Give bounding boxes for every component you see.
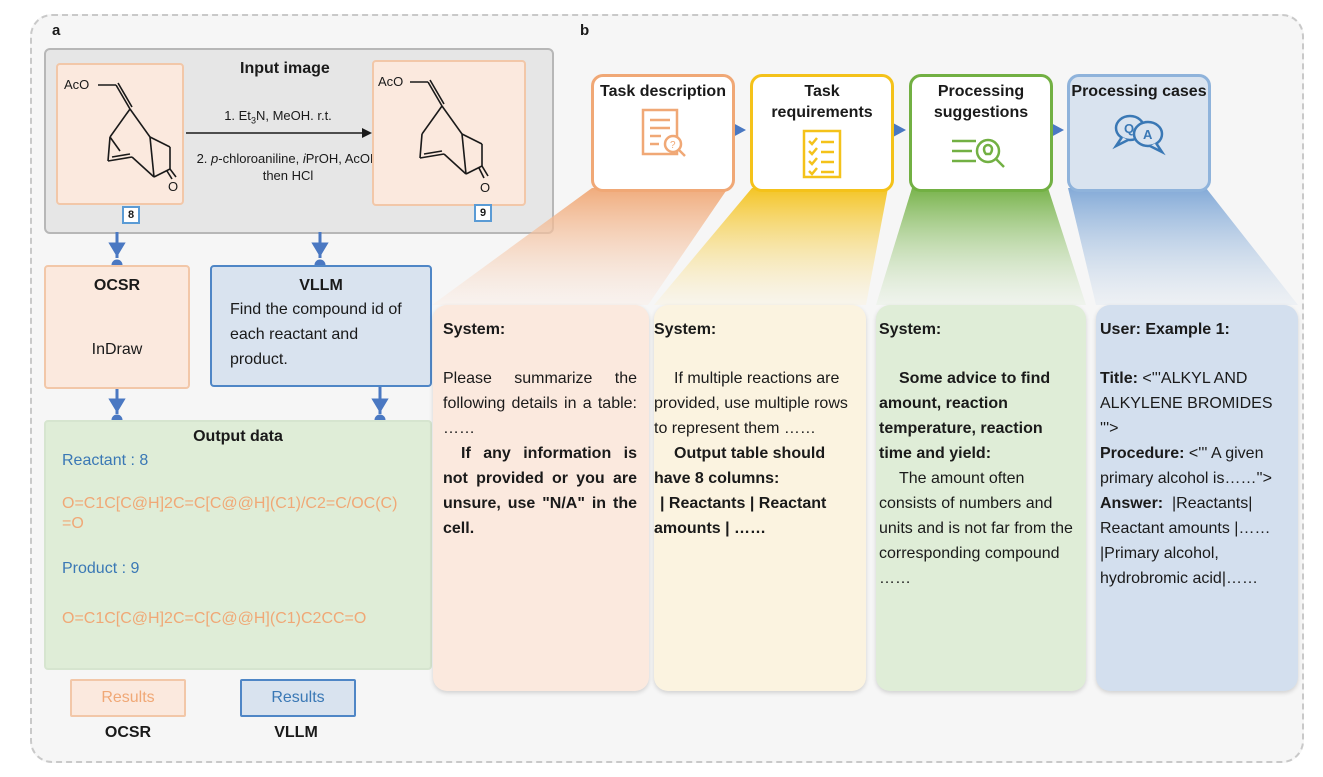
ocsr-title: OCSR xyxy=(93,277,141,294)
processing-suggestions-advice: Some advice to find amount, reaction tem… xyxy=(879,370,1051,462)
panel-a-letter: a xyxy=(52,22,61,39)
processing-cases-user-label: User: Example 1: xyxy=(1100,321,1230,338)
processing-cases-title: Processing cases xyxy=(1071,83,1207,100)
task-description-bold-text: If any information is not provided or yo… xyxy=(443,445,637,537)
output-title: Output data xyxy=(193,428,283,445)
ocsr-box: OCSR InDraw xyxy=(44,265,190,389)
task-requirements-columns: Output table should have 8 columns: xyxy=(654,445,826,487)
task-requirements-system-label: System: xyxy=(654,321,717,338)
vllm-results-button[interactable]: Results xyxy=(240,679,356,717)
vllm-results-label: VLLM xyxy=(274,724,318,741)
reaction-arrow xyxy=(186,128,372,138)
svg-text:Q: Q xyxy=(1124,121,1134,136)
checklist-icon xyxy=(802,129,842,179)
task-requirements-body: System: If multiple reactions are provid… xyxy=(654,305,866,691)
qa-bubbles-icon: Q A xyxy=(1112,114,1166,156)
input-image-title: Input image xyxy=(240,60,330,77)
ocsr-results-label: OCSR xyxy=(104,724,152,741)
task-description-body: System: Please summarize the following d… xyxy=(433,305,649,691)
example-title: Title: <'''ALKYL AND ALKYLENE BROMIDES '… xyxy=(1100,370,1273,437)
example-procedure: Procedure: <''' A given primary alcohol … xyxy=(1100,445,1272,487)
task-description-text: Please summarize the following details i… xyxy=(443,370,637,437)
reactant-oxygen-label: O xyxy=(168,179,178,194)
example-answer: Answer: |Reactants| Reactant amounts |……… xyxy=(1100,495,1271,587)
task-requirements-card: Task requirements xyxy=(750,74,894,192)
task-description-system-label: System: xyxy=(443,321,506,338)
processing-suggestions-body: System: Some advice to find amount, reac… xyxy=(876,305,1086,691)
svg-text:A: A xyxy=(1143,127,1153,142)
panel-b-letter: b xyxy=(580,22,590,39)
product-oxygen-label: O xyxy=(480,180,490,195)
svg-text:?: ? xyxy=(670,140,676,151)
task-description-card: Task description ? xyxy=(591,74,735,192)
reaction-step-1: 1. Et3N, MeOH. r.t. xyxy=(224,108,332,126)
processing-suggestions-system-label: System: xyxy=(879,321,942,338)
reactant-aco-label: AcO xyxy=(64,77,89,92)
document-search-icon: ? xyxy=(641,108,686,157)
product-aco-label: AcO xyxy=(378,74,403,89)
product-structure-icon: AcO O xyxy=(378,74,490,195)
task-description-title: Task description xyxy=(600,83,726,100)
processing-cases-card: Processing cases Q A xyxy=(1067,74,1211,192)
product-structure-card: AcO O xyxy=(372,60,526,206)
lightbulb-search-icon xyxy=(952,138,1005,168)
processing-suggestions-card: Processing suggestions xyxy=(909,74,1053,192)
reactant-line: Reactant : 8 xyxy=(62,452,149,469)
vllm-title: VLLM xyxy=(299,277,343,294)
processing-suggestions-text: The amount often consists of numbers and… xyxy=(879,470,1073,587)
task-requirements-title: Task requirements xyxy=(771,83,873,121)
output-data-box: Output data Reactant : 8 O=C1C[C@H]2C=C[… xyxy=(44,420,432,670)
task-requirements-text: If multiple reactions are provided, use … xyxy=(654,370,848,437)
reactant-smiles: O=C1C[C@H]2C=C[C@@H](C1)/C2=C/OC(C)=O xyxy=(62,495,398,532)
ocsr-results-button[interactable]: Results xyxy=(70,679,186,717)
vllm-prompt: Find the compound id of each reactant an… xyxy=(230,301,402,368)
vllm-box: VLLM Find the compound id of each reacta… xyxy=(210,265,432,387)
reactant-structure-icon: AcO O xyxy=(64,77,178,194)
processing-suggestions-title: Processing suggestions xyxy=(933,83,1029,121)
reactant-structure-card: AcO O xyxy=(56,63,184,205)
reactant-compound-id: 8 xyxy=(122,206,140,224)
processing-cases-body: User: Example 1: Title: <'''ALKYL AND AL… xyxy=(1096,305,1298,691)
ocsr-tool: InDraw xyxy=(91,341,143,358)
product-smiles: O=C1C[C@H]2C=C[C@@H](C1)C2CC=O xyxy=(62,610,367,627)
product-line: Product : 9 xyxy=(62,560,140,577)
task-requirements-table-header: | Reactants | Reactant amounts | …… xyxy=(654,495,827,537)
product-compound-id: 9 xyxy=(474,204,492,222)
